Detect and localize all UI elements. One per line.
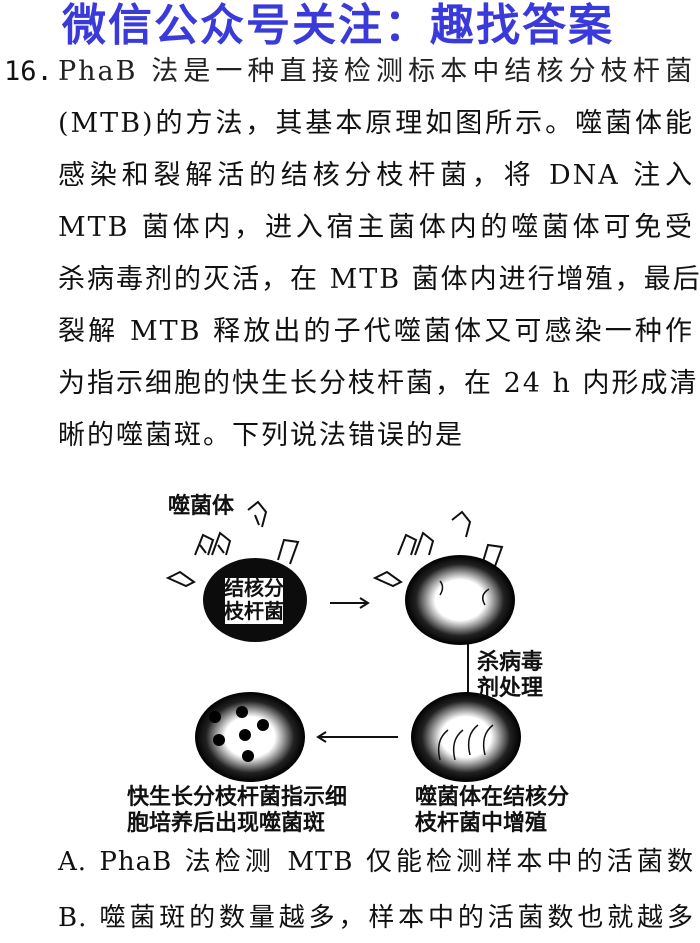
phage-icon [451,510,472,538]
phage-icon [372,570,403,588]
phage-icon [277,538,300,565]
arrow-left-icon [316,731,398,743]
caption-left: 快生长分枝杆菌指示细 [127,785,348,810]
cell-label: 结核分 [224,576,284,600]
question-line: 感染和裂解活的结核分枝杆菌，将 DNA 注入 [58,160,694,191]
caption-right: 枝杆菌中增殖 [415,811,548,836]
question-line: 为指示细胞的快生长分枝杆菌，在 24 h 内形成清 [58,368,699,399]
option-a: A. PhaB 法检测 MTB 仅能检测样本中的活菌数 [58,847,694,877]
phage-icon [247,500,268,528]
treatment-label: 杀病毒 [477,650,544,675]
caption-left: 胞培养后出现噬菌斑 [127,811,326,836]
phage-icon [194,533,215,556]
cell-replicating [411,692,521,782]
cell-infected [405,555,515,645]
question-line: PhaB 法是一种直接检测标本中结核分枝杆菌 [58,56,694,87]
question-number: 16. [4,56,53,87]
arrow-right-icon [330,597,370,609]
treatment-label: 剂处理 [477,676,544,701]
question-line: 晰的噬菌斑。下列说法错误的是 [58,420,464,451]
watermark: 微信公众号关注：趣找答案 [62,0,614,51]
phage-icon [165,570,196,588]
caption-right: 噬菌体在结核分 [415,785,570,810]
question-line: MTB 菌体内，进入宿主菌体内的噬菌体可免受 [58,212,694,243]
question-line: 裂解 MTB 释放出的子代噬菌体又可感染一种作 [58,316,694,347]
question-line: (MTB)的方法，其基本原理如图所示。噬菌体能 [58,108,694,139]
question-line: 杀病毒剂的灭活，在 MTB 菌体内进行增殖，最后 [58,264,700,295]
phage-icon [397,533,418,556]
phage-icon [481,543,504,570]
option-b: B. 噬菌斑的数量越多，样本中的活菌数也就越多 [58,903,694,933]
phage-label: 噬菌体 [168,494,235,519]
phage-icon [414,531,435,556]
phage-icon [211,531,232,556]
cell-label: 枝杆菌 [224,599,284,623]
